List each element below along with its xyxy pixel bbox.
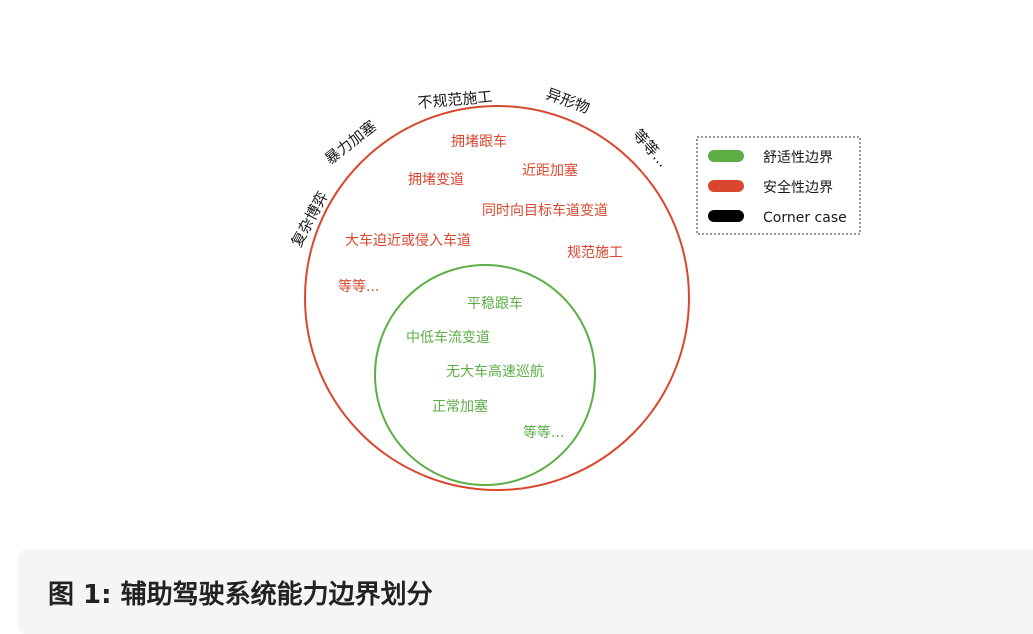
safety-label-large-vehicle: 大车迫近或侵入车道: [345, 232, 471, 249]
legend-swatch-corner-case: [708, 210, 744, 222]
comfort-label-smooth-follow: 平稳跟车: [467, 295, 523, 312]
outer-label-odd-objects: 异形物: [544, 85, 592, 117]
comfort-label-etc: 等等...: [523, 424, 564, 441]
figure-caption-bar: 图 1: 辅助驾驶系统能力边界划分: [18, 550, 1033, 634]
safety-label-etc: 等等...: [338, 278, 379, 295]
safety-label-congested-follow: 拥堵跟车: [451, 133, 507, 150]
safety-boundary-circle: [304, 105, 690, 491]
safety-label-simultaneous-merge: 同时向目标车道变道: [482, 202, 608, 219]
outer-label-aggressive-cut-in: 暴力加塞: [321, 117, 379, 168]
comfort-label-mid-low-traffic-lane-change: 中低车流变道: [406, 329, 490, 346]
outer-label-complex-game: 复杂博弈: [288, 188, 332, 249]
legend-swatch-comfort: [708, 150, 744, 162]
comfort-label-highway-cruise: 无大车高速巡航: [446, 363, 544, 380]
comfort-boundary-circle: [374, 264, 596, 486]
figure-caption: 图 1: 辅助驾驶系统能力边界划分: [48, 580, 433, 610]
outer-label-irregular-construction: 不规范施工: [417, 88, 493, 112]
capability-boundary-diagram: 复杂博弈 暴力加塞 不规范施工 异形物 等等... 拥堵跟车 拥堵变道 近距加塞…: [288, 85, 861, 491]
safety-label-congested-lane-change: 拥堵变道: [408, 172, 464, 188]
legend-swatch-safety: [708, 180, 744, 192]
legend: 舒适性边界 安全性边界 Corner case: [696, 136, 861, 235]
safety-label-close-cut-in: 近距加塞: [522, 162, 578, 179]
comfort-label-normal-cut-in: 正常加塞: [432, 398, 488, 415]
legend-label-safety: 安全性边界: [763, 179, 833, 196]
legend-label-corner-case: Corner case: [763, 210, 847, 226]
legend-label-comfort: 舒适性边界: [763, 150, 833, 166]
safety-label-regular-construction: 规范施工: [567, 244, 623, 261]
